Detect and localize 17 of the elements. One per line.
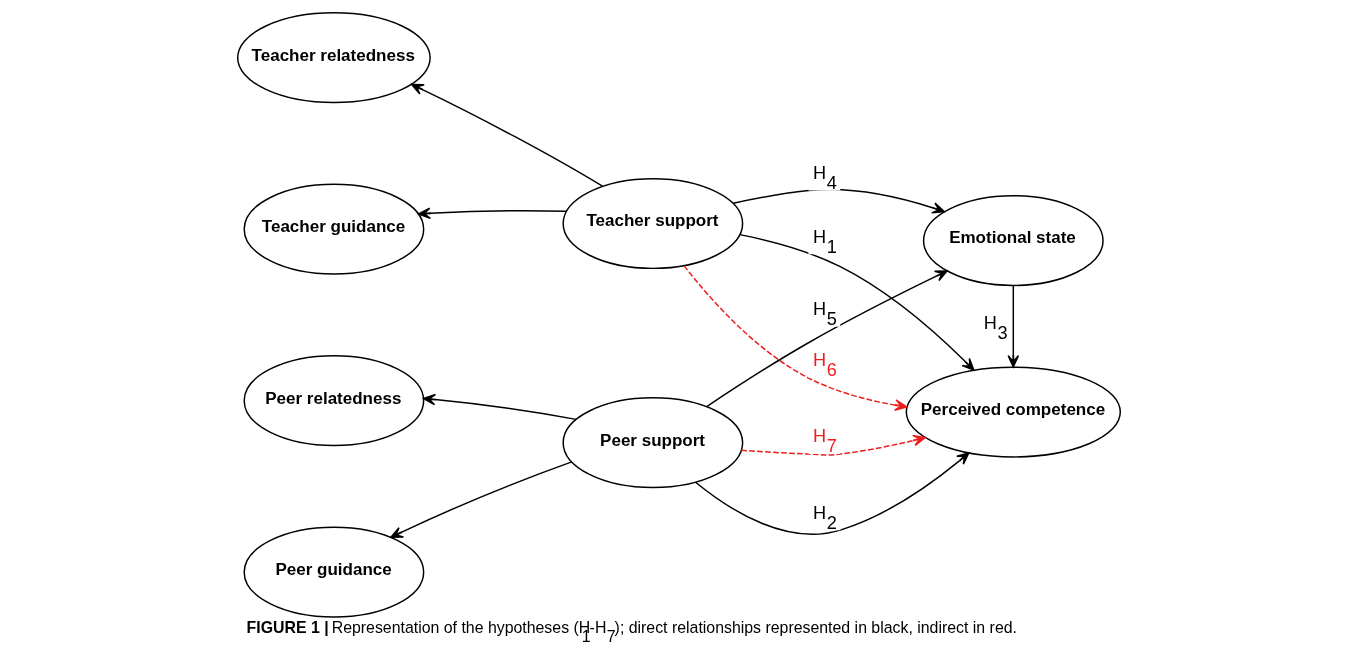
node-ellipse: Peer relatedness	[243, 355, 425, 447]
arrow	[739, 233, 975, 371]
node-ellipse: Teacher support	[562, 177, 744, 270]
arrow	[390, 461, 573, 539]
node-ellipse: Teacher guidance	[243, 183, 425, 275]
arrow	[417, 207, 568, 220]
arrow	[1007, 284, 1020, 368]
arrow	[694, 452, 970, 536]
node-ellipse: Teacher relatedness	[236, 12, 431, 104]
node-ellipse: Perceived competence	[905, 366, 1122, 458]
arrow	[411, 83, 604, 187]
arrow	[422, 393, 577, 421]
node-ellipse: Emotional state	[922, 194, 1104, 287]
node-ellipse: Peer support	[562, 397, 744, 489]
arrow	[683, 265, 908, 411]
arrow	[706, 270, 948, 408]
arrow	[740, 434, 926, 456]
